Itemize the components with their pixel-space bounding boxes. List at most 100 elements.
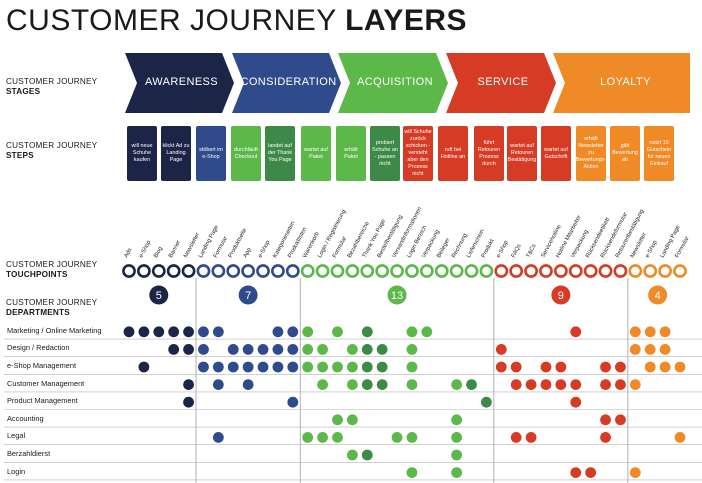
touchpoint-ring [658,264,673,278]
department-touchpoint-dot [198,326,209,338]
department-touchpoint-dot [674,361,686,373]
department-touchpoint-dot [198,361,209,373]
department-touchpoint-dot [540,379,552,390]
department-touchpoint-dot [406,432,418,443]
department-touchpoint-dot [361,361,373,373]
step-card: durchläuft Checkout [231,126,261,181]
touchpoint-ring [360,264,375,278]
touchpoint-ring [673,264,687,278]
touchpoint-count-badge [149,285,169,305]
department-touchpoint-dot [302,361,314,373]
department-touchpoint-dot [510,379,522,390]
department-touchpoint-dot [659,326,671,338]
department-touchpoint-dot [183,396,194,408]
department-touchpoint-dot [629,379,641,390]
touchpoint-count-badge [648,285,668,305]
step-card: stöbert im e-Shop [196,126,226,181]
department-touchpoint-dot [525,432,537,443]
department-touchpoint-dot [332,432,343,443]
step-card: wartet auf Gutschrift [541,126,571,181]
department-touchpoint-dot [555,361,567,373]
touchpoint-ring [449,264,464,278]
department-touchpoint-dot [272,361,284,373]
stage-label-service: SERVICE [477,76,529,88]
department-touchpoint-dot [332,414,343,426]
section-label-bold: STAGES [6,87,41,96]
step-card: gibt Bewertung ab [610,126,640,181]
touchpoint-ring [553,264,568,278]
department-touchpoint-dot [346,361,358,373]
department-label: Customer Management [7,378,85,388]
touchpoint-ring [315,264,330,278]
department-touchpoint-dot [540,361,552,373]
touchpoint-ring [434,264,449,278]
touchpoint-ring [568,264,583,278]
department-touchpoint-dot [332,326,343,338]
stage-label-consideration: CONSIDERATION [240,76,337,88]
department-touchpoint-dot [615,361,626,373]
department-touchpoint-dot [555,379,567,390]
department-touchpoint-dot [346,414,358,426]
touchpoint-ring [300,264,315,278]
department-touchpoint-dot [376,379,388,390]
step-card: ruft bei Hotline an [438,126,468,181]
department-touchpoint-dot [421,326,433,338]
department-touchpoint-dot [212,326,224,338]
section-label-line: CUSTOMER JOURNEY [6,77,98,86]
touchpoint-label: FAQs [511,243,523,259]
step-card: landet auf der Thank You Page [265,126,295,181]
department-touchpoint-dot [376,361,388,373]
department-touchpoint-dot [451,414,463,426]
touchpoint-label: Formular [332,236,348,259]
step-card: nutzt 10 Gutschein für neuen Einkauf [644,126,674,181]
stage-chevron-acquisition [338,53,448,113]
department-touchpoint-dot [287,396,299,408]
department-touchpoint-dot [212,361,224,373]
department-touchpoint-dot [570,326,582,338]
department-touchpoint-dot [451,467,463,478]
department-touchpoint-dot [406,379,418,390]
touchpoint-label: Formular [213,236,229,259]
touchpoint-ring [241,264,256,278]
step-card: führt Retouren Prozess durch [474,126,504,181]
department-touchpoint-dot [332,361,343,373]
step-card: wartet auf Retouren Bestätigung [507,126,537,181]
department-touchpoint-dot [615,379,626,390]
department-touchpoint-dot [123,326,135,338]
touchpoint-ring [509,264,524,278]
step-card: will neue Schuhe kaufen [127,126,157,181]
department-touchpoint-dot [346,344,358,355]
department-touchpoint-dot [510,361,522,373]
department-touchpoint-dot [406,467,418,478]
department-touchpoint-dot [600,379,611,390]
touchpoint-ring [419,264,434,278]
touchpoint-count-value: 13 [391,290,403,302]
touchpoint-ring [390,264,404,278]
department-touchpoint-dot [406,326,418,338]
department-touchpoint-dot [629,344,641,355]
department-touchpoint-dot [525,379,537,390]
touchpoint-label: T&Cs [526,243,538,259]
touchpoint-ring [256,264,270,278]
department-touchpoint-dot [644,361,656,373]
touchpoint-ring [539,264,553,278]
department-label: e-Shop Management [7,361,77,370]
step-card: will Schuhe zurück schicken - versteht a… [403,126,433,181]
touchpoint-ring [181,264,196,278]
department-touchpoint-dot [615,414,626,426]
touchpoint-ring [464,264,479,278]
department-touchpoint-dot [138,326,150,338]
department-touchpoint-dot [287,361,299,373]
touchpoint-label: Produkt [481,238,496,259]
department-touchpoint-dot [644,326,656,338]
department-touchpoint-dot [495,361,507,373]
touchpoint-ring [583,264,598,278]
touchpoint-count-badge [238,285,258,305]
touchpoint-label: e-Shop [496,240,510,259]
touchpoint-count-badge [387,285,407,305]
department-touchpoint-dot [585,467,597,478]
section-label-bold: TOUCHPOINTS [6,270,68,279]
department-touchpoint-dot [406,344,418,355]
touchpoint-ring [226,264,241,278]
